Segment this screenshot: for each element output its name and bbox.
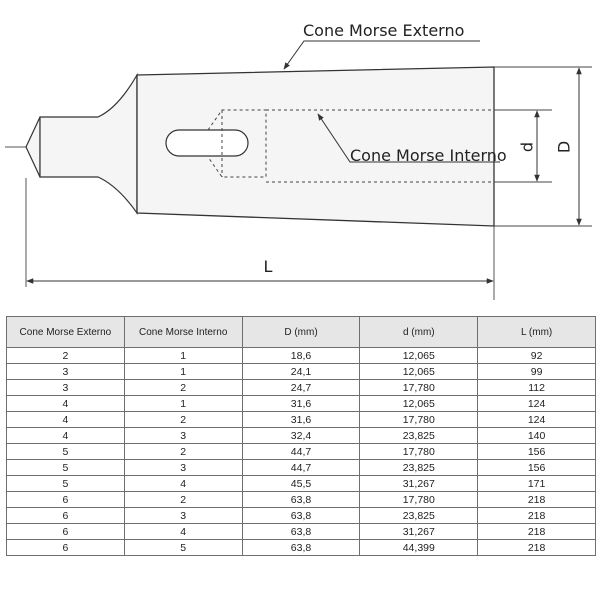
leader-external — [283, 40, 480, 70]
cell-L: 171 — [477, 475, 596, 492]
cell-d: 17,780 — [359, 491, 479, 508]
tang-neck — [39, 72, 138, 215]
cell-D: 44,7 — [241, 443, 361, 460]
cell-external: 5 — [6, 443, 125, 460]
cell-internal: 2 — [123, 491, 243, 508]
cell-L: 92 — [477, 347, 596, 364]
cell-external: 4 — [6, 411, 125, 428]
cell-D: 44,7 — [241, 459, 361, 476]
cell-internal: 2 — [123, 443, 243, 460]
cell-external: 6 — [6, 523, 125, 540]
cell-D: 31,6 — [241, 395, 361, 412]
cell-d: 44,399 — [359, 539, 479, 556]
cell-L: 124 — [477, 411, 596, 428]
cell-external: 6 — [6, 507, 125, 524]
cell-internal: 2 — [123, 379, 243, 396]
cell-d: 17,780 — [359, 411, 479, 428]
cell-external: 5 — [6, 475, 125, 492]
cell-internal: 1 — [123, 363, 243, 380]
cell-D: 32,4 — [241, 427, 361, 444]
cell-L: 218 — [477, 539, 596, 556]
cell-L: 99 — [477, 363, 596, 380]
drift-slot — [165, 129, 249, 157]
cell-d: 17,780 — [359, 443, 479, 460]
cell-d: 12,065 — [359, 347, 479, 364]
cell-L: 124 — [477, 395, 596, 412]
cell-D: 18,6 — [241, 347, 361, 364]
cell-internal: 3 — [123, 507, 243, 524]
cell-external: 5 — [6, 459, 125, 476]
cell-internal: 5 — [123, 539, 243, 556]
cell-external: 4 — [6, 395, 125, 412]
cell-D: 45,5 — [241, 475, 361, 492]
header-d: d (mm) — [359, 316, 479, 348]
cell-L: 218 — [477, 491, 596, 508]
cell-L: 156 — [477, 443, 596, 460]
cell-external: 2 — [6, 347, 125, 364]
cell-internal: 3 — [123, 427, 243, 444]
cell-L: 140 — [477, 427, 596, 444]
dim-D-label: D — [555, 141, 574, 153]
label-internal-cone: Cone Morse Interno — [350, 146, 507, 165]
cell-L: 218 — [477, 507, 596, 524]
cell-L: 156 — [477, 459, 596, 476]
cell-D: 24,7 — [241, 379, 361, 396]
cell-d: 31,267 — [359, 523, 479, 540]
dim-L-label: L — [264, 257, 273, 276]
cell-D: 63,8 — [241, 539, 361, 556]
tang-nose — [25, 116, 41, 178]
cell-d: 23,825 — [359, 427, 479, 444]
header-L: L (mm) — [477, 316, 596, 348]
header-internal: Cone Morse Interno — [123, 316, 243, 348]
cell-D: 31,6 — [241, 411, 361, 428]
cell-D: 24,1 — [241, 363, 361, 380]
cell-internal: 4 — [123, 475, 243, 492]
cell-external: 3 — [6, 363, 125, 380]
header-D: D (mm) — [241, 316, 361, 348]
label-external-cone: Cone Morse Externo — [303, 21, 464, 40]
morse-adapter-drawing: d D L Cone Morse Externo Cone Morse Inte… — [5, 21, 592, 300]
cell-external: 3 — [6, 379, 125, 396]
header-external: Cone Morse Externo — [6, 316, 125, 348]
cell-external: 4 — [6, 427, 125, 444]
cell-d: 17,780 — [359, 379, 479, 396]
cell-D: 63,8 — [241, 523, 361, 540]
cell-internal: 2 — [123, 411, 243, 428]
cell-internal: 1 — [123, 395, 243, 412]
leader-internal — [317, 113, 500, 163]
dim-d-label: d — [518, 142, 537, 152]
cell-d: 12,065 — [359, 363, 479, 380]
cell-internal: 4 — [123, 523, 243, 540]
cell-d: 12,065 — [359, 395, 479, 412]
cell-external: 6 — [6, 539, 125, 556]
cell-internal: 1 — [123, 347, 243, 364]
cell-external: 6 — [6, 491, 125, 508]
cell-L: 112 — [477, 379, 596, 396]
cell-d: 31,267 — [359, 475, 479, 492]
cell-d: 23,825 — [359, 507, 479, 524]
cell-d: 23,825 — [359, 459, 479, 476]
cell-L: 218 — [477, 523, 596, 540]
cell-internal: 3 — [123, 459, 243, 476]
cell-D: 63,8 — [241, 507, 361, 524]
cell-D: 63,8 — [241, 491, 361, 508]
